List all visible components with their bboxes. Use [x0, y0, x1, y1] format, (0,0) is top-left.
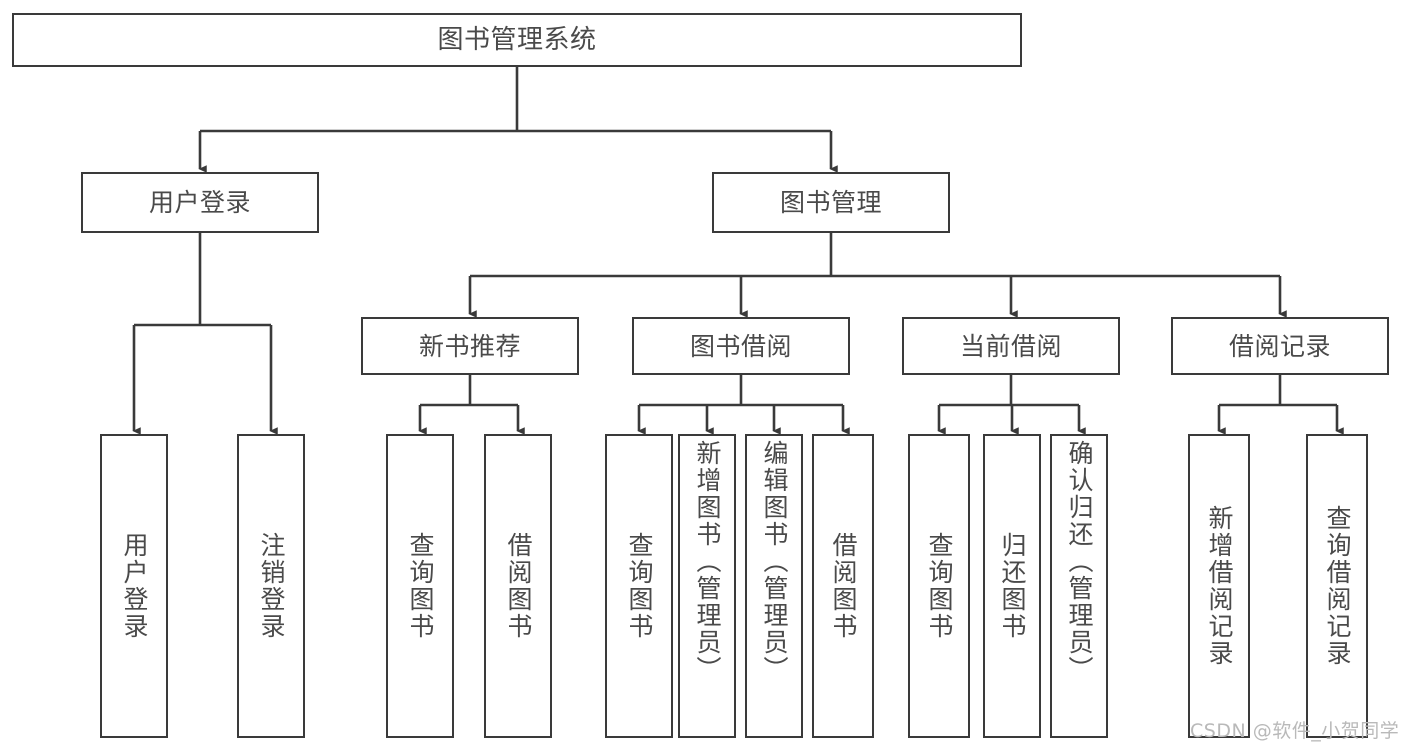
- leaf-logout-label: 注销登录: [257, 532, 286, 640]
- leaf-query-borrow-record-label: 查询借阅记录: [1323, 505, 1352, 667]
- leaf-add-book-admin-label: 新增图书（管理员）: [693, 440, 722, 683]
- leaf-add-book-admin[interactable]: 新增图书（管理员）: [678, 434, 736, 738]
- node-borrow-record-label: 借阅记录: [1228, 331, 1331, 361]
- leaf-query-book-borrow[interactable]: 查询图书: [605, 434, 673, 738]
- leaf-borrow-book-rec-label: 借阅图书: [504, 532, 533, 640]
- leaf-query-book-current[interactable]: 查询图书: [908, 434, 970, 738]
- node-new-book-recommend[interactable]: 新书推荐: [361, 317, 579, 375]
- node-borrow-record[interactable]: 借阅记录: [1171, 317, 1389, 375]
- leaf-query-book-borrow-label: 查询图书: [625, 532, 654, 640]
- node-current-borrow-label: 当前借阅: [959, 331, 1062, 361]
- leaf-return-book[interactable]: 归还图书: [983, 434, 1041, 738]
- leaf-add-borrow-record[interactable]: 新增借阅记录: [1188, 434, 1250, 738]
- node-book-borrow-label: 图书借阅: [689, 331, 792, 361]
- leaf-borrow-book[interactable]: 借阅图书: [812, 434, 874, 738]
- leaf-borrow-book-label: 借阅图书: [829, 532, 858, 640]
- leaf-query-book-rec[interactable]: 查询图书: [386, 434, 454, 738]
- leaf-edit-book-admin[interactable]: 编辑图书（管理员）: [745, 434, 803, 738]
- node-root-label: 图书管理系统: [437, 25, 597, 55]
- leaf-return-book-label: 归还图书: [998, 532, 1027, 640]
- leaf-user-login-label: 用户登录: [120, 532, 149, 640]
- leaf-user-login[interactable]: 用户登录: [100, 434, 168, 738]
- leaf-query-borrow-record[interactable]: 查询借阅记录: [1306, 434, 1368, 738]
- node-root[interactable]: 图书管理系统: [12, 13, 1022, 67]
- leaf-borrow-book-rec[interactable]: 借阅图书: [484, 434, 552, 738]
- node-current-borrow[interactable]: 当前借阅: [902, 317, 1120, 375]
- leaf-add-borrow-record-label: 新增借阅记录: [1205, 505, 1234, 667]
- node-book-management-label: 图书管理: [779, 188, 882, 217]
- node-user-login-label: 用户登录: [148, 188, 251, 217]
- leaf-logout[interactable]: 注销登录: [237, 434, 305, 738]
- watermark: CSDN @软件_小贺同学: [1190, 720, 1400, 742]
- leaf-query-book-current-label: 查询图书: [925, 532, 954, 640]
- leaf-query-book-rec-label: 查询图书: [406, 532, 435, 640]
- node-book-borrow[interactable]: 图书借阅: [632, 317, 850, 375]
- leaf-confirm-return-admin[interactable]: 确认归还（管理员）: [1050, 434, 1108, 738]
- node-user-login[interactable]: 用户登录: [81, 172, 319, 233]
- node-new-book-recommend-label: 新书推荐: [418, 331, 521, 361]
- leaf-confirm-return-admin-label: 确认归还（管理员）: [1065, 440, 1094, 683]
- node-book-management[interactable]: 图书管理: [712, 172, 950, 233]
- leaf-edit-book-admin-label: 编辑图书（管理员）: [760, 440, 789, 683]
